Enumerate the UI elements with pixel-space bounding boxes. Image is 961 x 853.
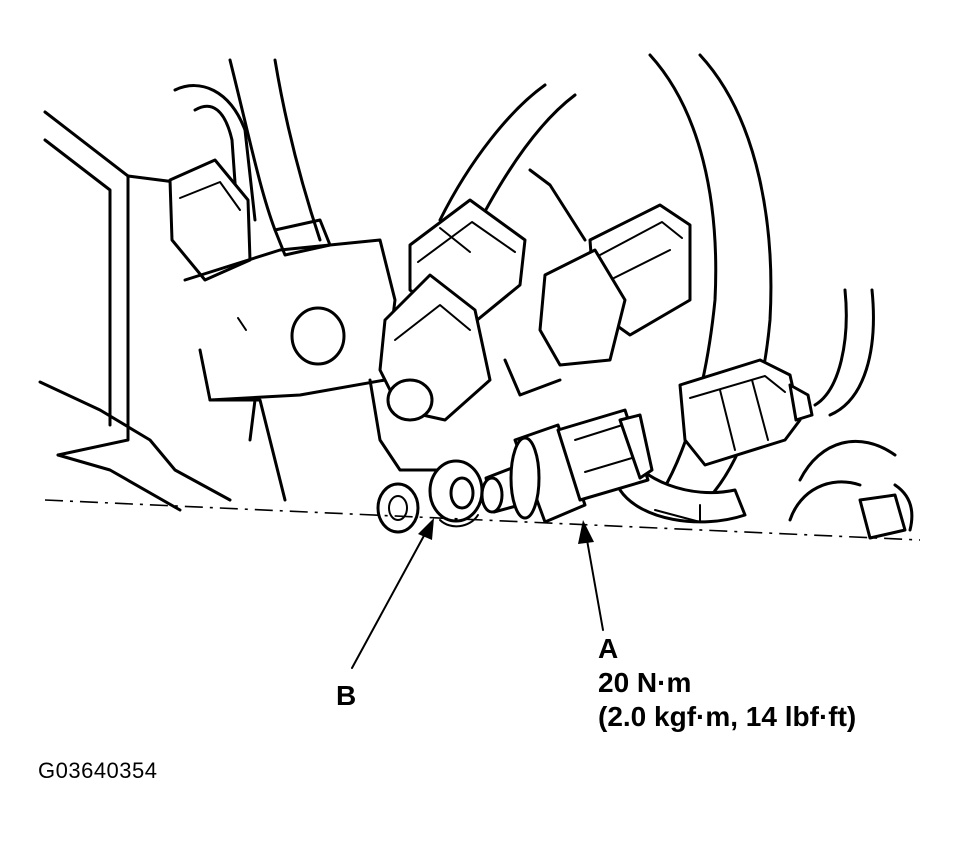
leader-arrow-b: [351, 518, 434, 669]
reference-line: [44, 499, 921, 541]
torque-alt: (2.0 kgf·m, 14 lbf·ft): [598, 701, 857, 732]
mounting-plate: [183, 238, 462, 502]
torque-metric: 20 N·m: [598, 667, 692, 698]
engine-bracket: [38, 110, 232, 512]
figure-code: G03640354: [38, 758, 158, 783]
connector-far-right: [678, 288, 875, 467]
sealing-washers: [376, 459, 484, 534]
connector-right: [503, 168, 692, 397]
callout-a-block: A 20 N·m (2.0 kgf·m, 14 lbf·ft): [598, 632, 856, 734]
sensor-body: [480, 408, 654, 524]
leader-arrow-a: [578, 520, 604, 631]
connector-left: [378, 198, 527, 422]
lower-right-parts: [788, 439, 914, 540]
callout-b-label: B: [336, 680, 357, 711]
right-pipe: [618, 53, 773, 524]
callout-a-label: A: [598, 633, 619, 664]
